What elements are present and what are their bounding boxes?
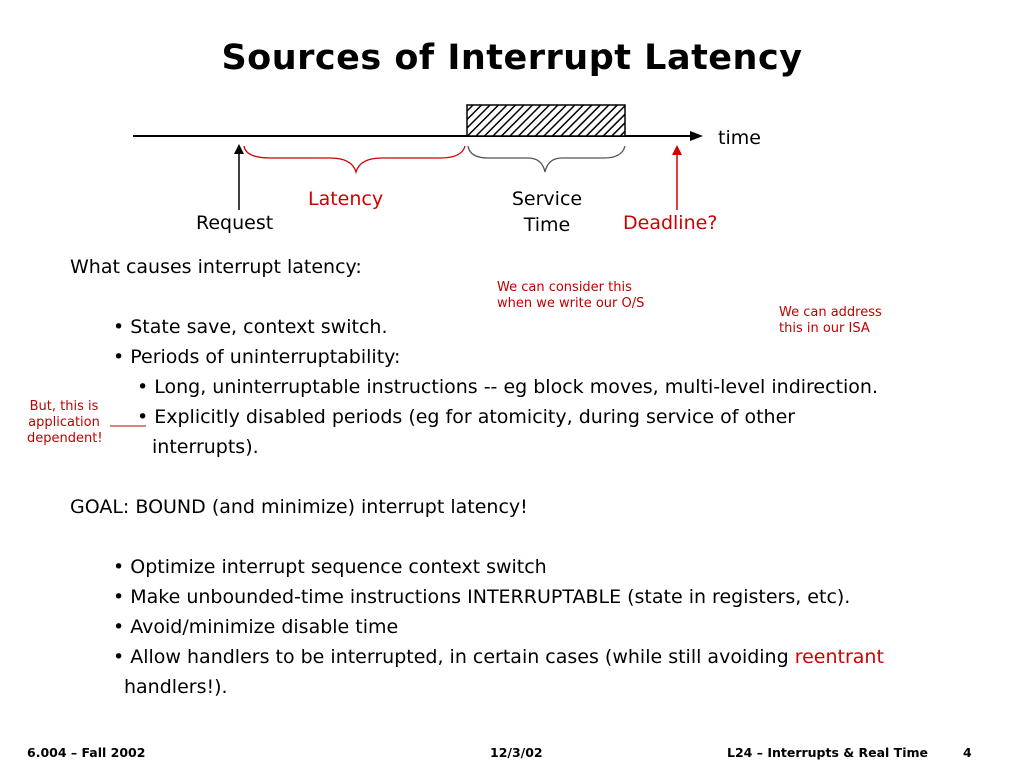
isa-note-line: this in our ISA <box>779 321 870 336</box>
footer-date: 12/3/02 <box>490 745 543 760</box>
os-note-line: when we write our O/S <box>497 296 645 311</box>
timeline-diagram <box>133 104 703 210</box>
deadline-label: Deadline? <box>623 212 718 234</box>
os-note-line: We can consider this <box>497 280 632 295</box>
solution-item-text: • Allow handlers to be interrupted, in c… <box>113 646 795 668</box>
app-note-leader-svg <box>110 425 146 427</box>
app-note-line: But, this is <box>29 399 99 414</box>
time-axis-arrowhead <box>690 131 703 141</box>
reentrant-highlight: reentrant <box>794 646 884 668</box>
service-time-block <box>466 104 626 137</box>
cause-item: • State save, context switch. <box>113 316 388 338</box>
service-time-label-line1: Service <box>511 188 583 210</box>
sub-cause-item-continued: interrupts). <box>152 436 259 458</box>
footer-page-number: 4 <box>963 745 972 760</box>
sub-cause-item: • Explicitly disabled periods (eg for at… <box>137 406 796 428</box>
cause-item: • Periods of uninterruptability: <box>113 346 401 368</box>
deadline-arrowhead <box>672 145 682 155</box>
service-time-label-line2: Time <box>523 214 571 236</box>
os-note: We can consider this when we write our O… <box>497 280 644 312</box>
solution-item-continued: handlers!). <box>124 676 228 698</box>
sub-cause-item: • Long, uninterruptable instructions -- … <box>137 376 878 398</box>
time-label: time <box>718 127 761 149</box>
solution-item: • Make unbounded-time instructions INTER… <box>113 586 851 608</box>
causes-heading: What causes interrupt latency: <box>70 256 362 278</box>
application-note: But, this is application dependent! <box>27 399 103 447</box>
slide-title: Sources of Interrupt Latency <box>221 38 803 78</box>
goal-statement: GOAL: BOUND (and minimize) interrupt lat… <box>70 496 528 518</box>
request-arrowhead <box>234 144 244 154</box>
app-note-line: application <box>28 415 100 430</box>
footer-course: 6.004 – Fall 2002 <box>27 745 146 760</box>
request-label: Request <box>196 212 274 234</box>
latency-brace <box>243 145 466 175</box>
isa-note: We can address this in our ISA <box>779 305 882 337</box>
service-time-brace <box>467 145 626 173</box>
isa-note-line: We can address <box>779 305 882 320</box>
app-note-line: dependent! <box>27 431 103 446</box>
solution-item-last: • Allow handlers to be interrupted, in c… <box>113 646 884 668</box>
solution-item: • Avoid/minimize disable time <box>113 616 399 638</box>
solution-item: • Optimize interrupt sequence context sw… <box>113 556 547 578</box>
footer-lecture: L24 – Interrupts & Real Time <box>727 745 929 760</box>
latency-label: Latency <box>308 188 384 210</box>
